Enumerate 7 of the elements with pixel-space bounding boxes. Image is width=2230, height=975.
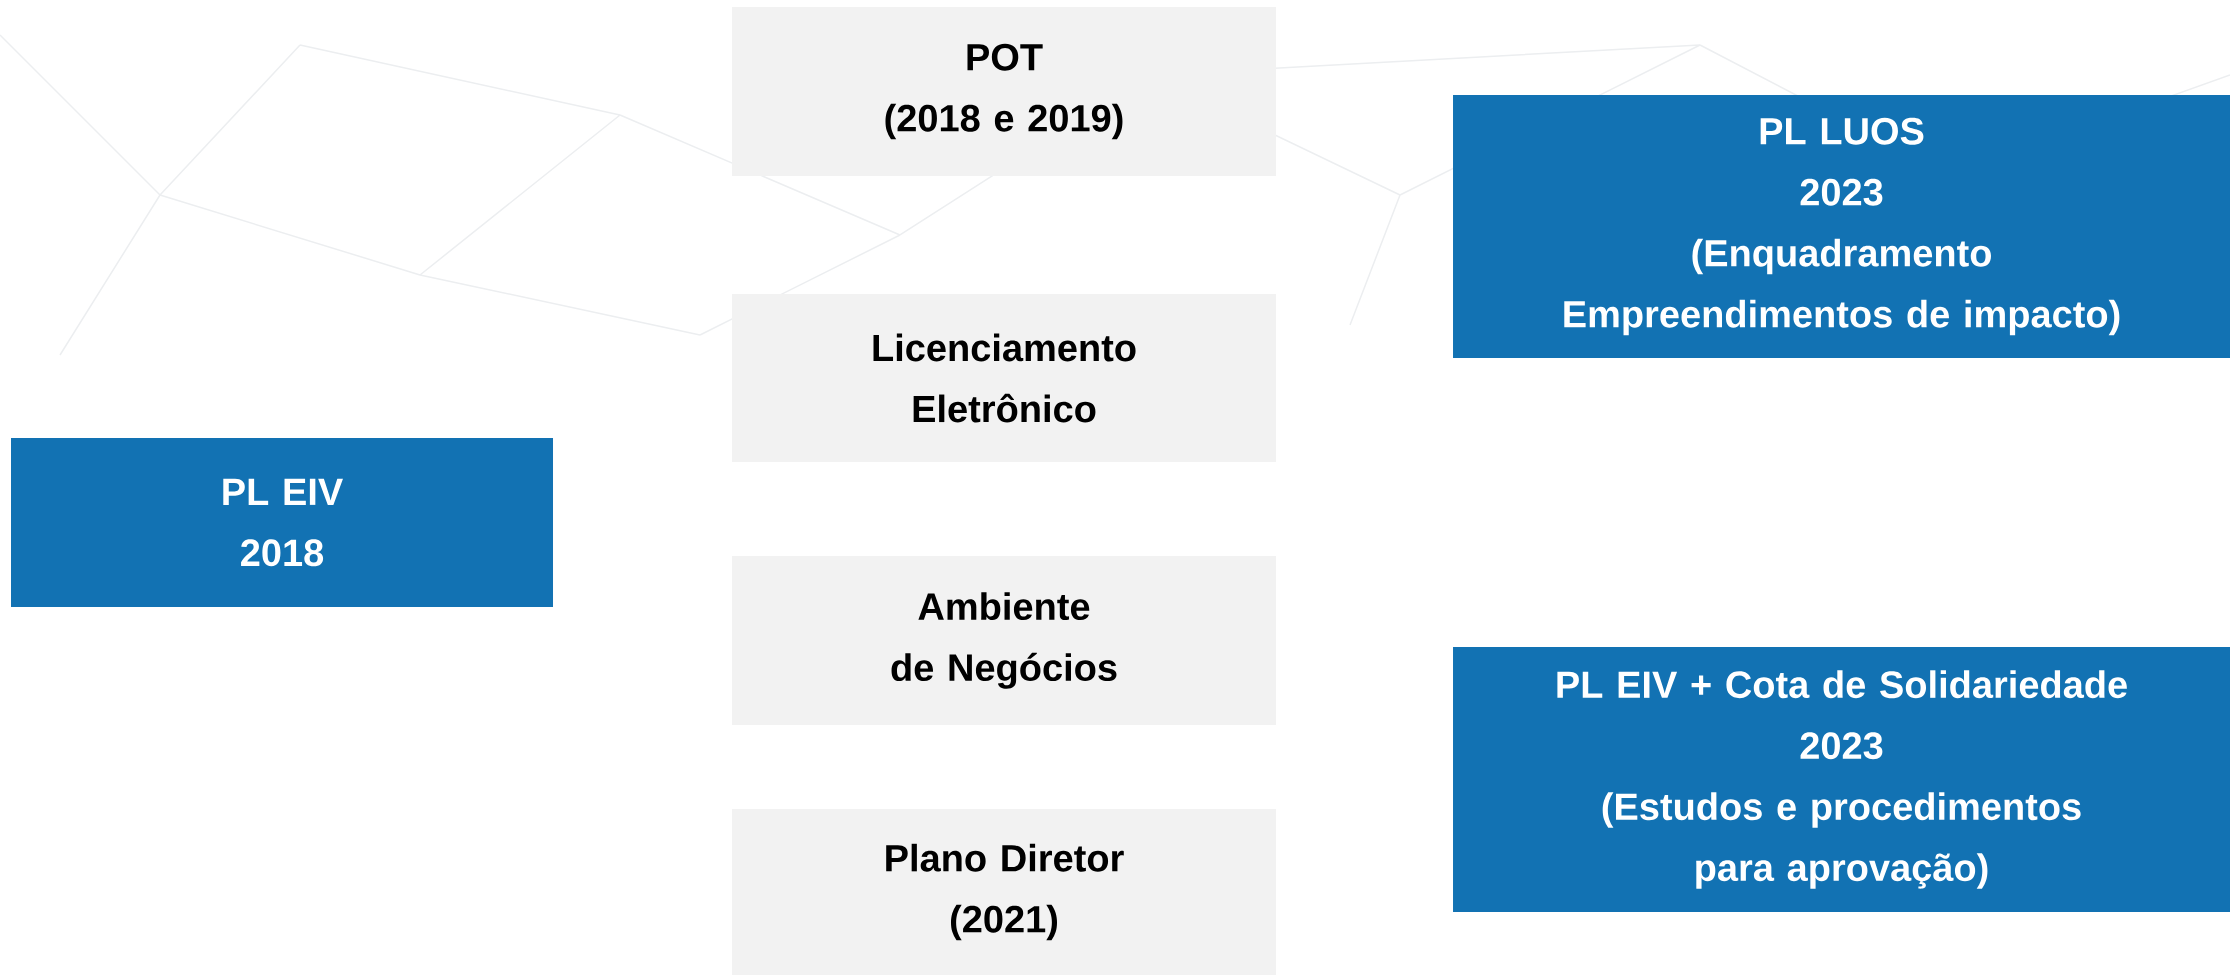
topic-box: POT (2018 e 2019) [732, 7, 1276, 176]
highlight-box: PL LUOS 2023 (Enquadramento Empreendimentos de impacto) [1453, 95, 2230, 358]
highlight-box: PL EIV 2018 [11, 438, 553, 607]
topic-box: Licenciamento Eletrônico [732, 294, 1276, 462]
highlight-box: PL EIV + Cota de Solidariedade 2023 (Estudos e procedimentos para aprovação) [1453, 647, 2230, 912]
topic-box: Ambiente de Negócios [732, 556, 1276, 725]
topic-box: Plano Diretor (2021) [732, 809, 1276, 975]
